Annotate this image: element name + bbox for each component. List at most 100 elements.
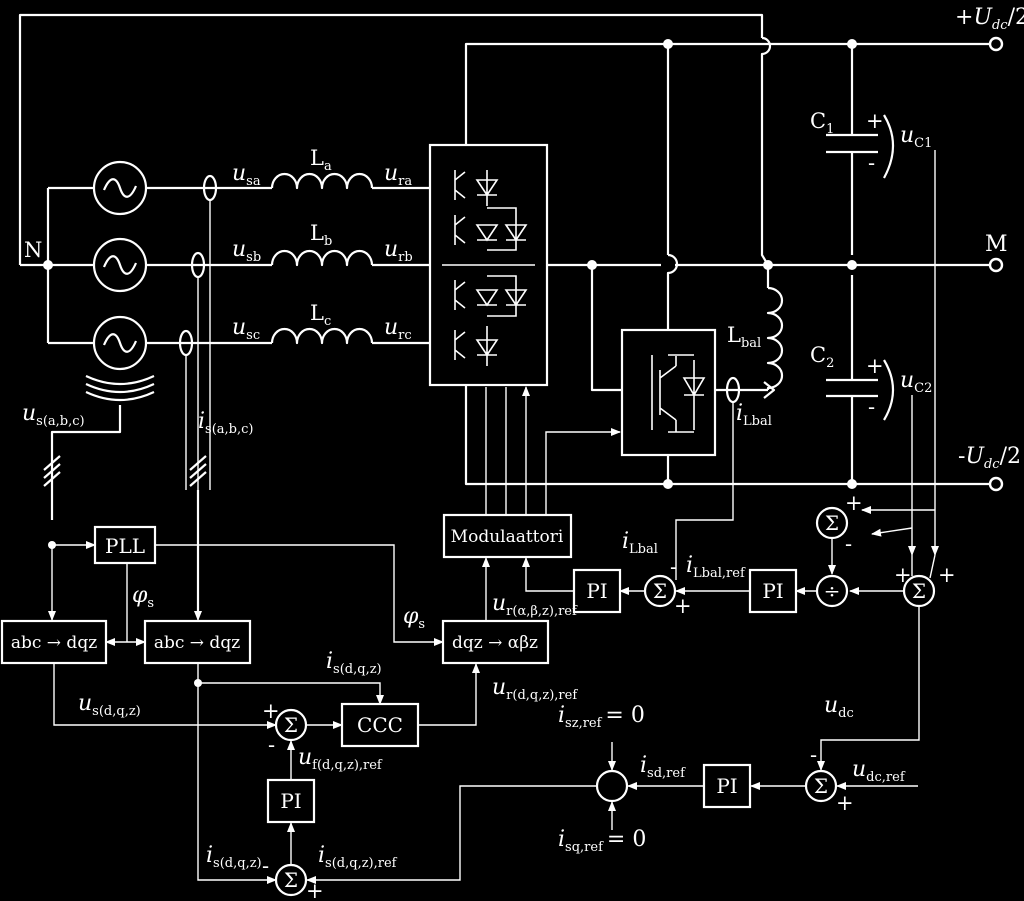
us-measure-wire — [50, 405, 122, 520]
ccc-label: CCC — [357, 713, 403, 737]
label-uc1: uC1 — [900, 123, 932, 151]
voltage-sensor-arcs — [85, 375, 155, 402]
chopper-top-wire — [666, 44, 679, 330]
sum-capacitor-difference-symbol: Σ — [825, 511, 839, 535]
c1-plus: + — [866, 109, 884, 133]
uc-to-sum — [911, 554, 936, 579]
inductor-lb — [270, 249, 374, 267]
ccc-to-dqz-abz — [418, 663, 480, 726]
label-urc: urc — [384, 315, 412, 343]
chopper-mid-wire — [590, 265, 622, 392]
pll-to-dqz-abz — [155, 544, 444, 646]
terminal-mid[interactable] — [988, 257, 1004, 273]
label-isd-ref: isd,ref — [640, 753, 686, 781]
is-dqz-to-ccc — [197, 663, 384, 705]
pi-bal-to-mod — [522, 557, 574, 592]
label-uc2: uC2 — [900, 368, 932, 396]
ccc-block[interactable] — [340, 702, 420, 748]
sum-diff-plus: + — [845, 491, 863, 515]
label-us-abc: us(a,b,c) — [22, 401, 85, 429]
sum-dc-plus: + — [836, 791, 854, 815]
label-mid: M — [985, 232, 1008, 257]
label-isq-ref: isq,ref= 0 — [558, 827, 646, 855]
uc2-to-sum — [871, 527, 913, 537]
label-ur-dqz-ref: ur(d,q,z),ref — [492, 675, 578, 703]
sum-ccc-plus: + — [262, 699, 280, 723]
balancing-chopper — [620, 328, 717, 457]
pll-label: PLL — [105, 534, 145, 558]
inductor-lbal — [766, 286, 784, 390]
dc-minus-rail — [464, 385, 990, 486]
label-lbal: Lbal — [727, 323, 761, 351]
labels: +Udc/2 M -Udc/2 N La Lb Lc Lbal C1 C2 + … — [22, 5, 1024, 871]
reference-combiner — [595, 769, 629, 803]
label-c1: C1 — [810, 109, 834, 137]
label-is-dqz: is(d,q,z) — [326, 649, 382, 677]
udc-feedback — [817, 606, 920, 771]
sum-ccc-minus: - — [268, 733, 275, 757]
label-lc: Lc — [310, 301, 331, 329]
is-measure-wires — [185, 200, 211, 490]
sum-bal-minus: - — [670, 555, 677, 579]
pi-balance-label: PI — [586, 579, 607, 603]
label-usc: usc — [232, 315, 260, 343]
sum-cap-plus-2: + — [938, 563, 956, 587]
label-lb: Lb — [310, 221, 332, 249]
sum-capacitor-difference — [815, 506, 849, 540]
label-udc: udc — [824, 693, 854, 721]
label-ura: ura — [384, 161, 412, 189]
terminal-dc-minus[interactable] — [988, 476, 1004, 492]
pi-dc-block[interactable] — [702, 763, 752, 809]
ref-to-bottom-sum — [306, 785, 597, 884]
label-usb: usb — [232, 237, 261, 265]
label-usa: usa — [232, 161, 261, 189]
sum-balance-current-symbol: Σ — [653, 579, 667, 603]
label-phi-s: φs — [132, 583, 154, 611]
label-is-dqz-bottom: is(d,q,z) — [206, 843, 262, 871]
is-dqz-to-bottom-sum — [197, 683, 277, 884]
is-bus-slashes — [189, 455, 207, 487]
uc2-arc — [883, 359, 894, 421]
lbal-arrow — [763, 381, 776, 399]
ac-source-b — [92, 237, 148, 293]
label-uf-dqz-ref: uf(d,q,z),ref — [298, 745, 383, 773]
label-urb: urb — [384, 237, 413, 265]
neutral-wire-top — [18, 13, 764, 265]
pi-balance-ref-block[interactable] — [748, 568, 798, 614]
pi-balance-ref-label: PI — [762, 579, 783, 603]
label-is-dqz-ref: is(d,q,z),ref — [318, 843, 398, 871]
neutral-wire-hop-1 — [760, 36, 772, 60]
modulator-label: Modulaattori — [451, 527, 564, 547]
c2-plus: + — [866, 354, 884, 378]
ilbal-measure-wire — [675, 402, 734, 580]
label-us-dqz: us(d,q,z) — [78, 691, 141, 719]
label-la: La — [310, 146, 332, 174]
abc-dqz-voltage-block[interactable] — [0, 619, 108, 665]
label-phi-s-2: φs — [403, 604, 425, 632]
gate-signals — [485, 387, 526, 515]
sum-current-error-symbol: Σ — [284, 868, 298, 892]
abc-dqz-current-label: abc → dqz — [154, 633, 240, 653]
sum-bal-plus: + — [674, 594, 692, 618]
control-system: PLL abc → dqz abc → dqz dqz → αβz Modula… — [0, 387, 956, 901]
us-bus-slashes — [43, 455, 61, 487]
dqz-abz-block[interactable] — [441, 619, 550, 665]
label-dc-minus: -Udc/2 — [958, 444, 1021, 472]
pi-current-label: PI — [280, 789, 301, 813]
c1-minus: - — [868, 151, 875, 175]
dqz-abz-label: dqz → αβz — [452, 633, 538, 653]
sum-capacitor-voltages — [902, 574, 936, 608]
modulator-block[interactable] — [442, 513, 573, 559]
abc-dqz-current-block[interactable] — [143, 619, 252, 665]
label-ilbal-feedback: iLbal — [622, 529, 658, 557]
label-dc-plus: +Udc/2 — [955, 5, 1024, 33]
label-ur-abz-ref: ur(α,β,z),ref — [492, 591, 578, 619]
node-mid-3 — [847, 260, 857, 270]
us-dqz-wire — [53, 663, 277, 729]
label-isz-ref: isz,ref= 0 — [558, 703, 645, 731]
terminal-dc-plus[interactable] — [988, 36, 1004, 52]
label-ilbal: iLbal — [736, 401, 772, 429]
ac-source-a — [92, 160, 148, 216]
label-c2: C2 — [810, 343, 834, 371]
